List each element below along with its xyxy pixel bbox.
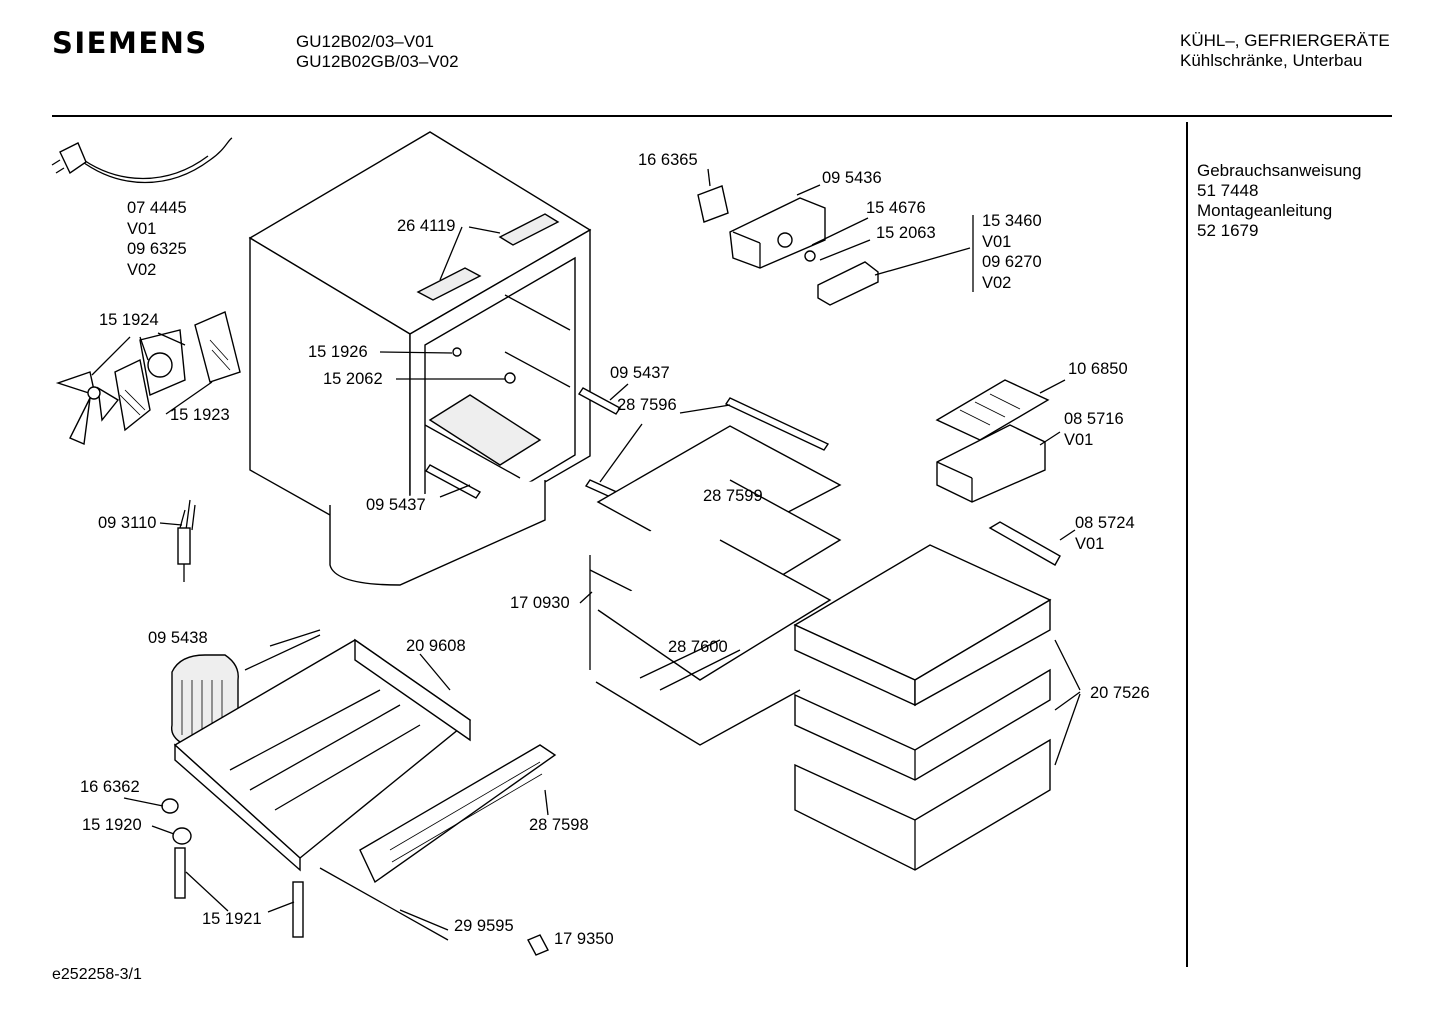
label-shelf-glass-top: 28 7599 [703,487,763,505]
part-variant: V02 [982,273,1012,292]
category-line-2: Kühlschränke, Unterbau [1180,51,1363,70]
base-assembly-drawing [161,634,557,956]
header-divider [52,115,1392,117]
label-ice-box: 08 5716 V01 [1064,409,1124,450]
part-variant: V01 [982,232,1012,251]
doc-manual-number: 51 7448 [1197,181,1259,200]
label-foot-bush: 16 6362 [80,778,140,796]
label-screw: 17 9350 [554,930,614,948]
part-number: 15 3460 [982,212,1042,230]
leader-lines [91,168,1081,931]
model-numbers: GU12B02/03–V01 GU12B02GB/03–V02 [296,32,459,72]
doc-manual-label: Gebrauchsanweisung [1197,161,1362,180]
label-thermostat: 16 6365 [638,151,698,169]
shelves-drawing [584,397,842,746]
label-sensor: 09 3110 [98,514,157,532]
model-number-2: GU12B02GB/03–V02 [296,52,459,71]
drawers-drawing [793,544,1052,871]
ice-tray-drawing [935,379,1061,566]
doc-install-number: 52 1679 [1197,221,1259,240]
label-rod: 29 9595 [454,917,514,935]
power-cord-drawing [51,137,233,184]
label-power-cord: 07 4445 V01 09 6325 V02 [127,198,187,280]
label-base-frame: 20 9608 [406,637,466,655]
fan-assembly-drawing [55,311,241,446]
label-plinth: 28 7598 [529,816,589,834]
label-knob-4676: 15 4676 [866,199,926,217]
part-number: 08 5724 [1075,514,1135,532]
label-hinge-upper: 09 5437 [610,364,670,382]
part-variant: V01 [1064,430,1094,449]
label-top-covers: 26 4119 [397,217,456,235]
label-knob-2063: 15 2063 [876,224,936,242]
label-fan-motor: 15 1924 [99,311,159,329]
label-control-housing: 09 5436 [822,169,882,187]
part-number: 07 4445 [127,199,187,217]
label-shelf-glass-bottom: 28 7600 [668,638,728,656]
part-number: 09 6270 [982,253,1042,271]
label-pin-1926: 15 1926 [308,343,368,361]
label-foot-ring: 15 1920 [82,816,142,834]
model-number-1: GU12B02/03–V01 [296,32,434,51]
label-pin-2062: 15 2062 [323,370,383,388]
appliance-category: KÜHL–, GEFRIERGERÄTE Kühlschränke, Unter… [1180,31,1390,71]
part-variant: V02 [127,260,157,279]
document-list: Gebrauchsanweisung 51 7448 Montageanleit… [1197,161,1361,241]
control-unit-drawing [697,185,879,306]
label-foot-screw: 15 1921 [202,910,262,928]
label-handle: 08 5724 V01 [1075,513,1135,554]
sidebar-divider [1186,122,1188,967]
part-variant: V01 [1075,534,1105,553]
label-shelf-rail: 28 7596 [617,396,677,414]
label-control-unit: 15 3460 V01 09 6270 V02 [982,211,1042,293]
drawing-id: e252258-3/1 [52,966,142,983]
brand-logo: SIEMENS [52,26,208,60]
part-variant: V01 [127,219,157,238]
category-line-1: KÜHL–, GEFRIERGERÄTE [1180,31,1390,50]
label-fan-bracket: 15 1923 [170,406,230,424]
label-hinge-lower: 09 5437 [366,496,426,514]
part-number: 08 5716 [1064,410,1124,428]
label-ice-tray: 10 6850 [1068,360,1128,378]
label-compressor: 09 5438 [148,629,208,647]
cabinet-drawing [248,131,622,586]
doc-install-label: Montageanleitung [1197,201,1333,220]
temperature-sensor-drawing [177,499,196,582]
part-number: 09 6325 [127,240,187,258]
label-shelf-frame: 17 0930 [510,594,570,612]
label-drawers: 20 7526 [1090,684,1150,702]
